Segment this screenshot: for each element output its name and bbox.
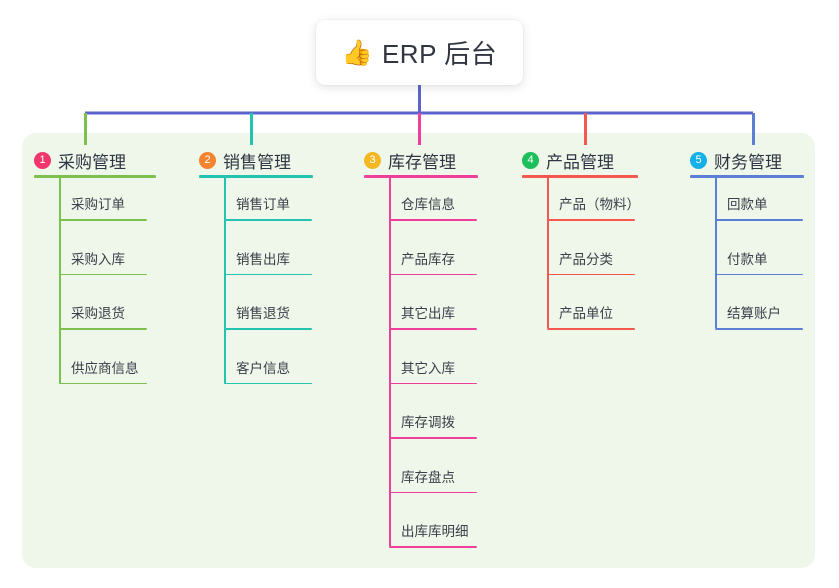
branch-label: 产品管理: [546, 152, 614, 172]
branch-vertical-stem: [389, 178, 391, 546]
leaf-label: 结算账户: [727, 306, 781, 321]
leaf-underline: [389, 546, 477, 548]
leaf-underline: [715, 328, 803, 330]
content-panel: [22, 133, 815, 568]
leaf-underline: [547, 273, 635, 276]
leaf-node[interactable]: 回款单: [715, 193, 825, 221]
leaf-label: 产品（物料）: [559, 197, 640, 212]
branch-columns: 1 采购管理采购订单采购入库采购退货供应商信息 2 销售管理销售订单销售出库销售退货客…: [22, 133, 815, 568]
leaf-label: 付款单: [727, 251, 768, 267]
branch-number-badge: 4: [522, 151, 539, 169]
branch-header-库存管理[interactable]: 3 库存管理: [364, 133, 529, 178]
leaf-node[interactable]: 结算账户: [715, 302, 825, 330]
branch-number-badge: 2: [199, 151, 216, 169]
leaf-node[interactable]: 其它入库: [389, 357, 499, 385]
leaf-underline: [59, 273, 147, 276]
leaf-label: 采购入库: [71, 251, 125, 267]
branch-label: 销售管理: [223, 152, 291, 172]
leaf-underline: [59, 382, 147, 385]
branch-vertical-stem: [224, 178, 226, 383]
branch-label: 财务管理: [714, 152, 782, 172]
leaf-label: 仓库信息: [401, 197, 455, 212]
leaf-underline: [389, 382, 477, 385]
leaf-label: 回款单: [727, 197, 768, 212]
leaf-node[interactable]: 产品分类: [547, 248, 657, 276]
branch-number-badge: 3: [364, 151, 381, 169]
leaf-label: 库存盘点: [401, 469, 455, 485]
branch-column-2: 2 销售管理销售订单销售出库销售退货客户信息: [199, 133, 364, 385]
branch-column-4: 4 产品管理产品（物料） 产品分类产品单位: [522, 133, 687, 330]
branch-label: 采购管理: [58, 152, 126, 172]
leaf-node[interactable]: 其它出库: [389, 302, 499, 330]
leaf-node[interactable]: 产品（物料）: [547, 193, 657, 221]
leaf-node[interactable]: 产品单位: [547, 302, 657, 330]
leaf-label: 供应商信息: [71, 360, 139, 376]
leaf-underline: [547, 328, 635, 330]
branch-header-财务管理[interactable]: 5 财务管理: [690, 133, 839, 178]
branch-header-销售管理[interactable]: 2 销售管理: [199, 133, 364, 178]
leaf-label: 销售订单: [236, 197, 290, 212]
leaf-underline: [715, 219, 803, 221]
thumbs-up-icon: 👍: [341, 39, 373, 67]
leaf-label: 产品单位: [559, 306, 613, 321]
leaf-node[interactable]: 销售出库: [224, 248, 334, 276]
branch-number-badge: 1: [34, 151, 51, 169]
leaf-label: 其它出库: [401, 306, 455, 321]
leaf-node[interactable]: 采购入库: [59, 248, 169, 276]
leaf-underline: [715, 273, 803, 276]
leaf-underline: [59, 328, 147, 330]
leaf-underline: [547, 219, 635, 221]
leaf-underline: [389, 437, 477, 439]
leaf-node[interactable]: 供应商信息: [59, 357, 169, 385]
branch-column-3: 3 库存管理仓库信息产品库存其它出库其它入库库存调拨库存盘点出库库明细: [364, 133, 529, 548]
leaf-node[interactable]: 库存调拨: [389, 411, 499, 439]
branch-label: 库存管理: [388, 152, 456, 172]
leaf-label: 销售出库: [236, 251, 290, 267]
leaf-node[interactable]: 客户信息: [224, 357, 334, 385]
leaf-underline: [389, 328, 477, 330]
leaf-node[interactable]: 付款单: [715, 248, 825, 276]
branch-vertical-stem: [715, 178, 717, 328]
root-node[interactable]: 👍 ERP 后台: [316, 20, 523, 85]
leaf-underline: [224, 382, 312, 385]
leaf-underline: [224, 219, 312, 221]
leaf-underline: [224, 273, 312, 276]
leaf-node[interactable]: 采购退货: [59, 302, 169, 330]
leaf-label: 产品库存: [401, 251, 455, 267]
leaf-underline: [389, 273, 477, 276]
leaf-label: 产品分类: [559, 251, 613, 267]
leaf-node[interactable]: 销售订单: [224, 193, 334, 221]
leaf-underline: [224, 328, 312, 330]
branch-underline: [690, 175, 804, 178]
leaf-underline: [389, 491, 477, 494]
root-title: ERP 后台: [381, 39, 498, 69]
leaf-label: 客户信息: [236, 360, 290, 376]
branch-number-badge: 5: [690, 151, 707, 169]
leaf-node[interactable]: 仓库信息: [389, 193, 499, 221]
leaf-underline: [59, 219, 147, 221]
leaf-label: 采购退货: [71, 306, 125, 321]
branch-vertical-stem: [547, 178, 549, 328]
branch-underline: [34, 175, 156, 178]
branch-underline: [364, 175, 478, 178]
branch-underline: [199, 175, 313, 178]
leaf-node[interactable]: 销售退货: [224, 302, 334, 330]
leaf-node[interactable]: 采购订单: [59, 193, 169, 221]
branch-vertical-stem: [59, 178, 61, 383]
leaf-label: 采购订单: [71, 197, 125, 212]
branch-underline: [522, 175, 638, 178]
leaf-label: 销售退货: [236, 306, 290, 321]
leaf-label: 出库库明细: [401, 524, 469, 539]
leaf-node[interactable]: 库存盘点: [389, 466, 499, 494]
branch-header-采购管理[interactable]: 1 采购管理: [34, 133, 199, 178]
leaf-node[interactable]: 产品库存: [389, 248, 499, 276]
leaf-underline: [389, 219, 477, 221]
branch-column-5: 5 财务管理回款单付款单结算账户: [690, 133, 839, 330]
branch-column-1: 1 采购管理采购订单采购入库采购退货供应商信息: [34, 133, 199, 385]
branch-header-产品管理[interactable]: 4 产品管理: [522, 133, 687, 178]
leaf-label: 其它入库: [401, 360, 455, 376]
leaf-label: 库存调拨: [401, 415, 455, 430]
leaf-node[interactable]: 出库库明细: [389, 520, 499, 548]
